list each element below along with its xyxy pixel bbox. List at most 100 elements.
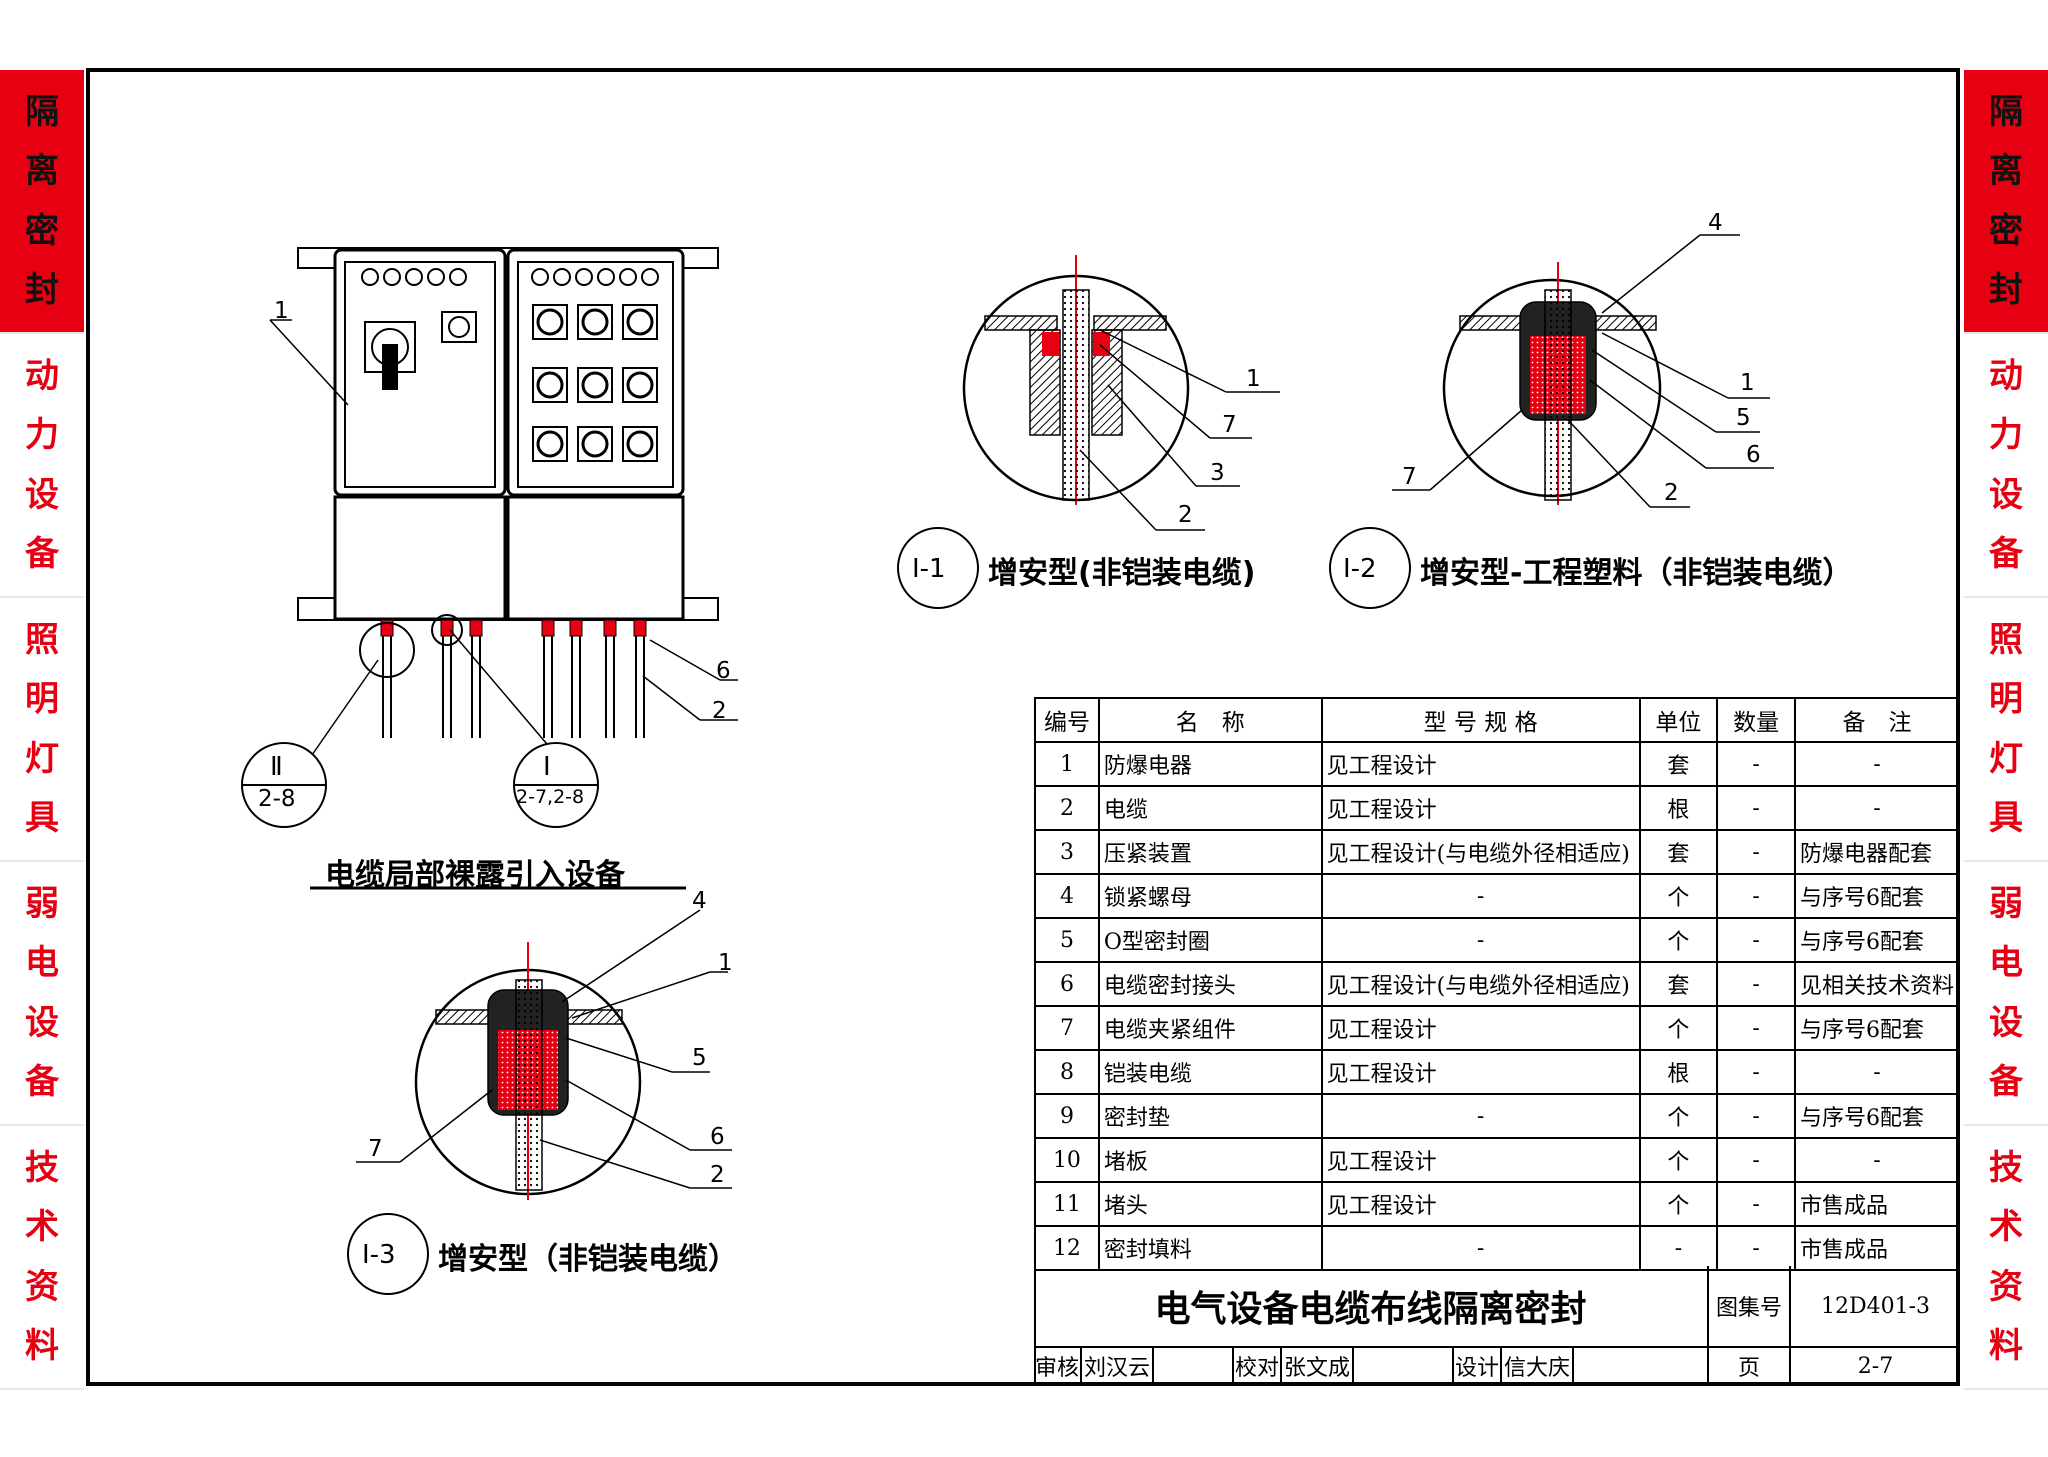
callout-7: 7 (1402, 464, 1417, 490)
callout-1: 1 (718, 950, 733, 976)
ref-b-top: Ⅰ (543, 752, 551, 782)
cable-gland (569, 619, 583, 637)
checker-signature (1354, 1348, 1454, 1384)
sidebar-char: 术 (1989, 1207, 2023, 1248)
table-cell: 11 (1034, 1181, 1100, 1227)
table-cell: - (1320, 917, 1641, 963)
indicator-lamp (405, 268, 423, 286)
sidebar-char: 隔 (1989, 92, 2023, 133)
sidebar-section-2[interactable]: 动力设备 (0, 334, 84, 598)
design-label: 设计 (1454, 1348, 1502, 1384)
callout-leaders (356, 234, 1774, 1189)
table-cell: 与序号6配套 (1793, 1005, 1961, 1051)
sidebar-char: 力 (1989, 415, 2023, 456)
detail-id-circles (347, 527, 1411, 1295)
indicator-lamp (553, 268, 571, 286)
sidebar-char: 动 (1989, 356, 2023, 397)
callout-6: 6 (1746, 442, 1761, 468)
table-cell: 见工程设计 (1320, 1005, 1641, 1051)
col-header: 备 注 (1793, 697, 1961, 743)
table-cell: 个 (1638, 1005, 1719, 1051)
callout-7: 7 (368, 1136, 383, 1162)
right-sidebar: 隔离密封动力设备照明灯具弱电设备技术资料 (1964, 70, 2048, 1390)
callout-1: 1 (1740, 370, 1755, 396)
table-cell: - (1716, 917, 1796, 963)
sidebar-section-3[interactable]: 照明灯具 (1964, 598, 2048, 862)
sidebar-section-1[interactable]: 隔离密封 (1964, 70, 2048, 334)
table-cell: 10 (1034, 1137, 1100, 1183)
ref-a-bottom: 2-8 (258, 786, 296, 812)
cable-gland (469, 619, 483, 637)
sidebar-char: 具 (1989, 797, 2023, 838)
sidebar-section-3[interactable]: 照明灯具 (0, 598, 84, 862)
table-cell: 与序号6配套 (1793, 917, 1961, 963)
sidebar-char: 资 (25, 1266, 59, 1307)
table-cell: 2 (1034, 785, 1100, 831)
sidebar-char: 设 (1989, 474, 2023, 515)
breaker-knob (626, 430, 654, 458)
sidebar-section-5[interactable]: 技术资料 (1964, 1126, 2048, 1390)
table-cell: 电缆夹紧组件 (1097, 1005, 1323, 1051)
sidebar-section-4[interactable]: 弱电设备 (1964, 862, 2048, 1126)
callout-1: 1 (1246, 366, 1261, 392)
callout-2: 2 (712, 698, 727, 724)
indicator-lamp (449, 268, 467, 286)
sidebar-char: 弱 (1989, 884, 2023, 925)
checker-name: 张文成 (1282, 1348, 1354, 1384)
sidebar-char: 料 (25, 1325, 59, 1366)
table-cell: 5 (1034, 917, 1100, 963)
detail1-title: 增安型(非铠装电缆) (988, 556, 1256, 591)
cable-gland (633, 619, 647, 637)
equipment-caption: 电缆局部裸露引入设备 (325, 858, 625, 893)
table-cell: 防爆电器 (1097, 741, 1323, 787)
sidebar-char: 具 (25, 797, 59, 838)
table-cell: - (1716, 1181, 1796, 1227)
sidebar-section-2[interactable]: 动力设备 (1964, 334, 2048, 598)
sidebar-char: 封 (1989, 269, 2023, 310)
breaker-knob (536, 371, 564, 399)
sidebar-char: 设 (25, 474, 59, 515)
table-cell: - (1716, 1137, 1796, 1183)
callout-6: 6 (716, 658, 731, 684)
detail-ref-a (241, 742, 327, 828)
table-cell: 见工程设计(与电缆外径相适应) (1320, 961, 1641, 1007)
sidebar-section-1[interactable]: 隔离密封 (0, 70, 84, 334)
callout-4: 4 (692, 888, 707, 914)
sidebar-char: 电 (25, 943, 59, 984)
cable-gland (440, 619, 454, 637)
table-cell: 防爆电器配套 (1793, 829, 1961, 875)
sidebar-char: 明 (25, 679, 59, 720)
table-cell: 8 (1034, 1049, 1100, 1095)
check-label: 校对 (1234, 1348, 1282, 1384)
table-cell: 12 (1034, 1225, 1100, 1271)
table-cell: - (1320, 873, 1641, 919)
atlas-number: 12D401-3 (1820, 1293, 1931, 1319)
left-sidebar: 隔离密封动力设备照明灯具弱电设备技术资料 (0, 70, 84, 1390)
sidebar-char: 密 (1989, 210, 2023, 251)
breaker-knob (581, 308, 609, 336)
table-cell: 压紧装置 (1097, 829, 1323, 875)
col-header: 数量 (1716, 697, 1796, 743)
table-cell: 见工程设计 (1320, 741, 1641, 787)
cable-gland (541, 619, 555, 637)
table-cell: 堵板 (1097, 1137, 1323, 1183)
callout-4: 4 (1708, 210, 1723, 236)
sidebar-char: 离 (1989, 151, 2023, 192)
table-cell: 见工程设计 (1320, 1137, 1641, 1183)
sidebar-section-4[interactable]: 弱电设备 (0, 862, 84, 1126)
table-cell: - (1716, 1093, 1796, 1139)
indicator-lamp (383, 268, 401, 286)
table-cell: - (1793, 785, 1961, 831)
designer-name: 信大庆 (1502, 1348, 1574, 1384)
sidebar-section-5[interactable]: 技术资料 (0, 1126, 84, 1390)
atlas-label: 图集号 (1709, 1266, 1791, 1346)
detail1-id: Ⅰ-1 (912, 554, 946, 584)
sidebar-char: 灯 (1989, 738, 2023, 779)
